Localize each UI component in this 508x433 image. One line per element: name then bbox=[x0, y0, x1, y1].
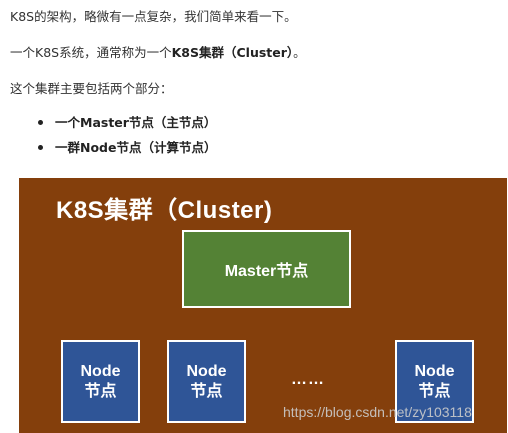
cluster-diagram: K8S集群（Cluster) Master节点 Node 节点 Node 节点 … bbox=[19, 178, 507, 433]
node-label-line1: Node bbox=[186, 362, 227, 380]
bullet-dot-icon bbox=[38, 145, 43, 150]
master-node-label: Master节点 bbox=[224, 263, 309, 280]
cluster-term: K8S集群（Cluster） bbox=[171, 45, 294, 60]
node-label-line1: Node bbox=[80, 362, 121, 380]
intro-paragraph-2-end: 。 bbox=[293, 45, 306, 60]
bullet-item-node: 一群Node节点（计算节点） bbox=[38, 140, 216, 156]
worker-node-box: Node 节点 bbox=[167, 340, 246, 423]
intro-paragraph-3: 这个集群主要包括两个部分： bbox=[10, 81, 173, 96]
node-label-line2: 节点 bbox=[190, 382, 223, 400]
source-watermark: https://blog.csdn.net/zy103118 bbox=[283, 404, 472, 420]
more-nodes-ellipsis: …… bbox=[291, 371, 325, 388]
bullet-dot-icon bbox=[38, 120, 43, 125]
intro-paragraph-2-text: 一个K8S系统，通常称为一个 bbox=[10, 45, 172, 60]
node-label-line1: Node bbox=[414, 362, 455, 380]
bullet-label: 一个Master节点（主节点） bbox=[55, 115, 217, 130]
worker-node-box: Node 节点 bbox=[395, 340, 474, 423]
intro-paragraph-1: K8S的架构，略微有一点复杂，我们简单来看一下。 bbox=[10, 9, 297, 24]
node-label-line2: 节点 bbox=[418, 382, 451, 400]
master-node-box: Master节点 bbox=[182, 230, 351, 308]
node-label-line2: 节点 bbox=[84, 382, 117, 400]
bullet-item-master: 一个Master节点（主节点） bbox=[38, 115, 216, 131]
bullet-label: 一群Node节点（计算节点） bbox=[55, 140, 217, 155]
cluster-title: K8S集群（Cluster) bbox=[56, 197, 273, 224]
intro-paragraph-2: 一个K8S系统，通常称为一个K8S集群（Cluster）。 bbox=[10, 45, 306, 61]
worker-node-box: Node 节点 bbox=[61, 340, 140, 423]
